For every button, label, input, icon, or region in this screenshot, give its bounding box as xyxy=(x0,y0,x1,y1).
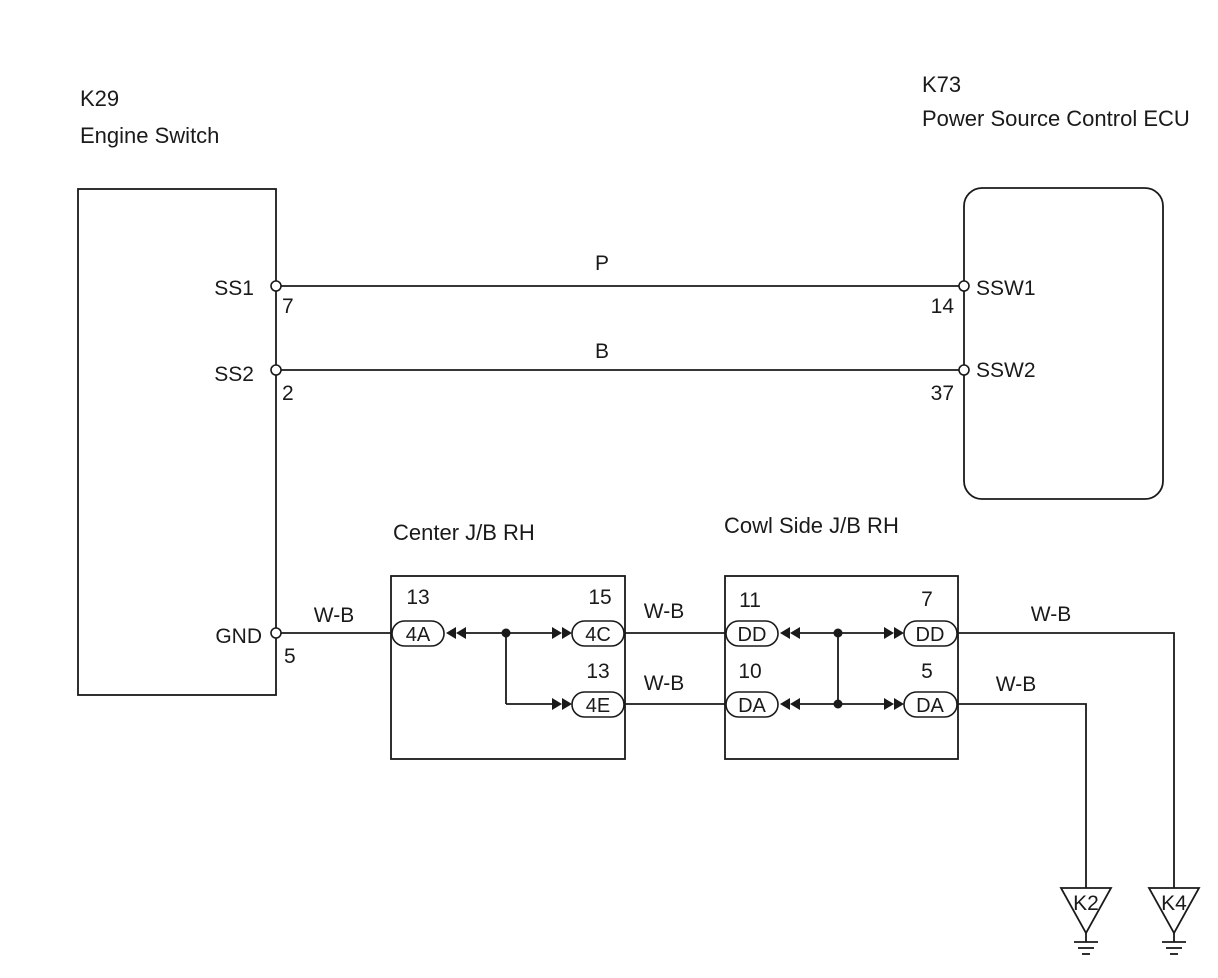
engine-switch-name: Engine Switch xyxy=(80,123,219,148)
connector-dd-out-num: 7 xyxy=(921,588,933,611)
arrow-4e-a xyxy=(552,698,562,710)
connector-4a-code: 4A xyxy=(406,624,431,646)
ground-k2-triangle xyxy=(1059,887,1113,935)
connector-4e-code: 4E xyxy=(586,695,610,717)
arrow-4a xyxy=(446,627,456,639)
engine-switch-box xyxy=(77,188,277,696)
engine-switch-code: K29 xyxy=(80,86,119,111)
wire-to-k4 xyxy=(957,632,1175,888)
ground-k2-label: K2 xyxy=(1073,892,1099,915)
wire-to-k2 xyxy=(957,703,1087,888)
pin-ss1-num: 7 xyxy=(282,295,294,318)
pin-ssw2-name: SSW2 xyxy=(976,359,1036,382)
arrow-4e-b xyxy=(562,698,572,710)
pin-ss1 xyxy=(270,280,282,292)
connector-4e-num: 13 xyxy=(586,660,609,683)
connector-da-in xyxy=(725,691,779,718)
connector-4a-num: 13 xyxy=(406,586,429,609)
pin-ssw2 xyxy=(958,364,970,376)
center-jb-box xyxy=(390,575,626,760)
connector-4c-num: 15 xyxy=(588,586,611,609)
connector-dd-in xyxy=(725,620,779,647)
pin-ss1-name: SS1 xyxy=(214,277,254,300)
ecu-box xyxy=(963,187,1164,500)
connector-4c-code: 4C xyxy=(585,624,611,646)
pin-gnd xyxy=(270,627,282,639)
arrow-4a-b xyxy=(456,627,466,639)
cowl-splice-top xyxy=(833,628,843,638)
cowl-splice-bot xyxy=(833,699,843,709)
wire-gnd-color: W-B xyxy=(314,604,354,627)
arrow-da-out-b xyxy=(894,698,904,710)
arrow-4c-b xyxy=(562,627,572,639)
ground-k4-label: K4 xyxy=(1161,892,1187,915)
pin-ss2-num: 2 xyxy=(282,382,294,405)
pin-ssw1-name: SSW1 xyxy=(976,277,1036,300)
pin-gnd-name: GND xyxy=(215,625,262,648)
connector-da-in-num: 10 xyxy=(738,660,761,683)
wire-cjb-top-color: W-B xyxy=(644,600,684,623)
arrow-4c-a xyxy=(552,627,562,639)
wire-cjb-bot-color: W-B xyxy=(644,672,684,695)
cowl-jb-title: Cowl Side J/B RH xyxy=(724,513,899,538)
ecu-code: K73 xyxy=(922,72,961,97)
cowl-jb-box xyxy=(724,575,959,760)
connector-4a xyxy=(391,620,445,647)
pin-ssw2-num: 37 xyxy=(931,382,954,405)
wire-ss2-color: B xyxy=(595,340,609,363)
arrow-da-in-a xyxy=(780,698,790,710)
wire-cowl-top-color: W-B xyxy=(1031,603,1071,626)
center-jb-title: Center J/B RH xyxy=(393,520,535,545)
connector-da-out-num: 5 xyxy=(921,660,933,683)
ecu-name: Power Source Control ECU xyxy=(922,106,1190,131)
connector-dd-in-code: DD xyxy=(738,624,767,646)
arrow-dd-in-b xyxy=(790,627,800,639)
pin-ss2 xyxy=(270,364,282,376)
arrow-da-out-a xyxy=(884,698,894,710)
arrow-dd-in-a xyxy=(780,627,790,639)
pin-ssw1 xyxy=(958,280,970,292)
arrow-da-in-b xyxy=(790,698,800,710)
pin-ssw1-num: 14 xyxy=(931,295,955,318)
wire-cowl-bot-color: W-B xyxy=(996,673,1036,696)
connector-dd-in-num: 11 xyxy=(739,589,761,612)
arrow-dd-out-a xyxy=(884,627,894,639)
pin-ss2-name: SS2 xyxy=(214,363,254,386)
pin-gnd-num: 5 xyxy=(284,645,296,668)
connector-dd-out-code: DD xyxy=(916,624,945,646)
ground-k4-triangle xyxy=(1147,887,1201,935)
arrow-dd-out-b xyxy=(894,627,904,639)
wire-ss1-color: P xyxy=(595,252,609,275)
connector-da-in-code: DA xyxy=(738,695,766,717)
connector-da-out-code: DA xyxy=(916,695,944,717)
